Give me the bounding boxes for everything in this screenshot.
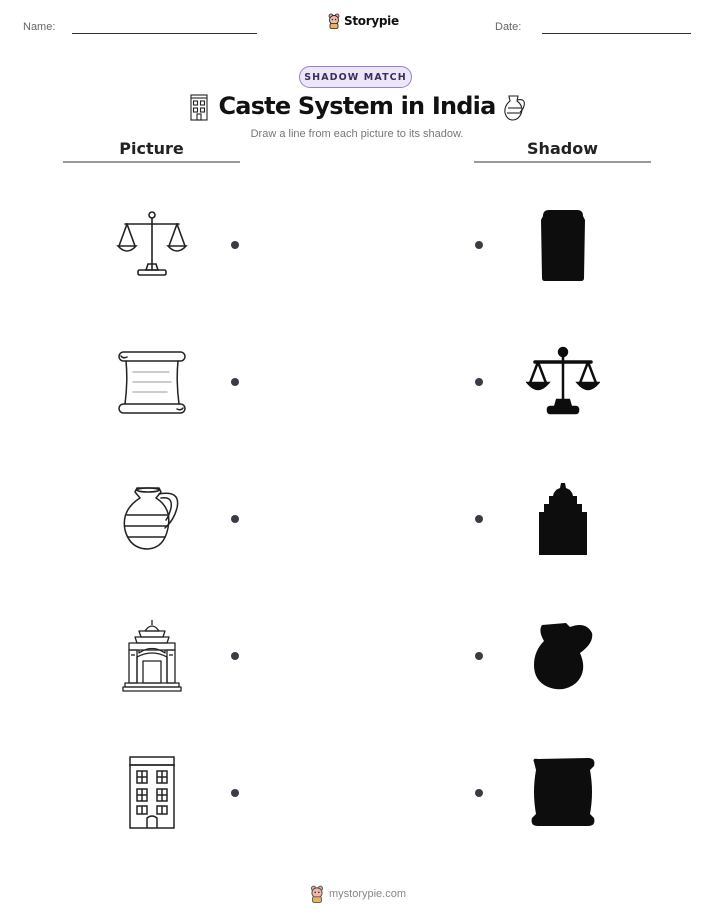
column-header-picture: Picture	[119, 139, 184, 158]
brand-name: Storypie	[344, 14, 399, 28]
scale-shadow-icon	[526, 346, 600, 415]
footer: mystorypie.com	[309, 885, 406, 903]
storypie-mascot-footer-icon	[310, 885, 324, 903]
scroll-shadow-icon	[531, 758, 595, 826]
picture-dot-4[interactable]	[231, 652, 239, 660]
temple-icon	[122, 620, 182, 692]
brand-logo: Storypie	[327, 13, 399, 29]
activity-badge: SHADOW MATCH	[299, 66, 412, 88]
date-line[interactable]	[542, 33, 691, 34]
column-rule-left	[63, 161, 240, 163]
scale-icon	[116, 211, 188, 276]
jug-shadow-icon	[534, 623, 593, 690]
shadow-dot-4[interactable]	[475, 652, 483, 660]
picture-dot-3[interactable]	[231, 515, 239, 523]
temple-shadow-icon	[539, 483, 587, 555]
building-icon	[129, 756, 175, 829]
picture-dot-1[interactable]	[231, 241, 239, 249]
building-title-icon	[190, 94, 208, 121]
name-line[interactable]	[72, 33, 257, 34]
picture-dot-2[interactable]	[231, 378, 239, 386]
shadow-dot-2[interactable]	[475, 378, 483, 386]
jug-title-icon	[504, 95, 525, 121]
column-rule-right	[474, 161, 651, 163]
name-label: Name:	[23, 21, 56, 33]
date-label: Date:	[495, 21, 522, 33]
column-header-shadow: Shadow	[527, 139, 598, 158]
building-shadow-icon	[541, 210, 585, 281]
shadow-dot-5[interactable]	[475, 789, 483, 797]
scroll-icon	[118, 351, 186, 414]
shadow-dot-1[interactable]	[475, 241, 483, 249]
storypie-mascot-icon	[328, 13, 340, 29]
footer-url: mystorypie.com	[329, 888, 407, 900]
page-title: Caste System in India	[218, 92, 496, 120]
picture-dot-5[interactable]	[231, 789, 239, 797]
shadow-dot-3[interactable]	[475, 515, 483, 523]
jug-icon	[123, 487, 179, 550]
instructions: Draw a line from each picture to its sha…	[250, 128, 464, 140]
